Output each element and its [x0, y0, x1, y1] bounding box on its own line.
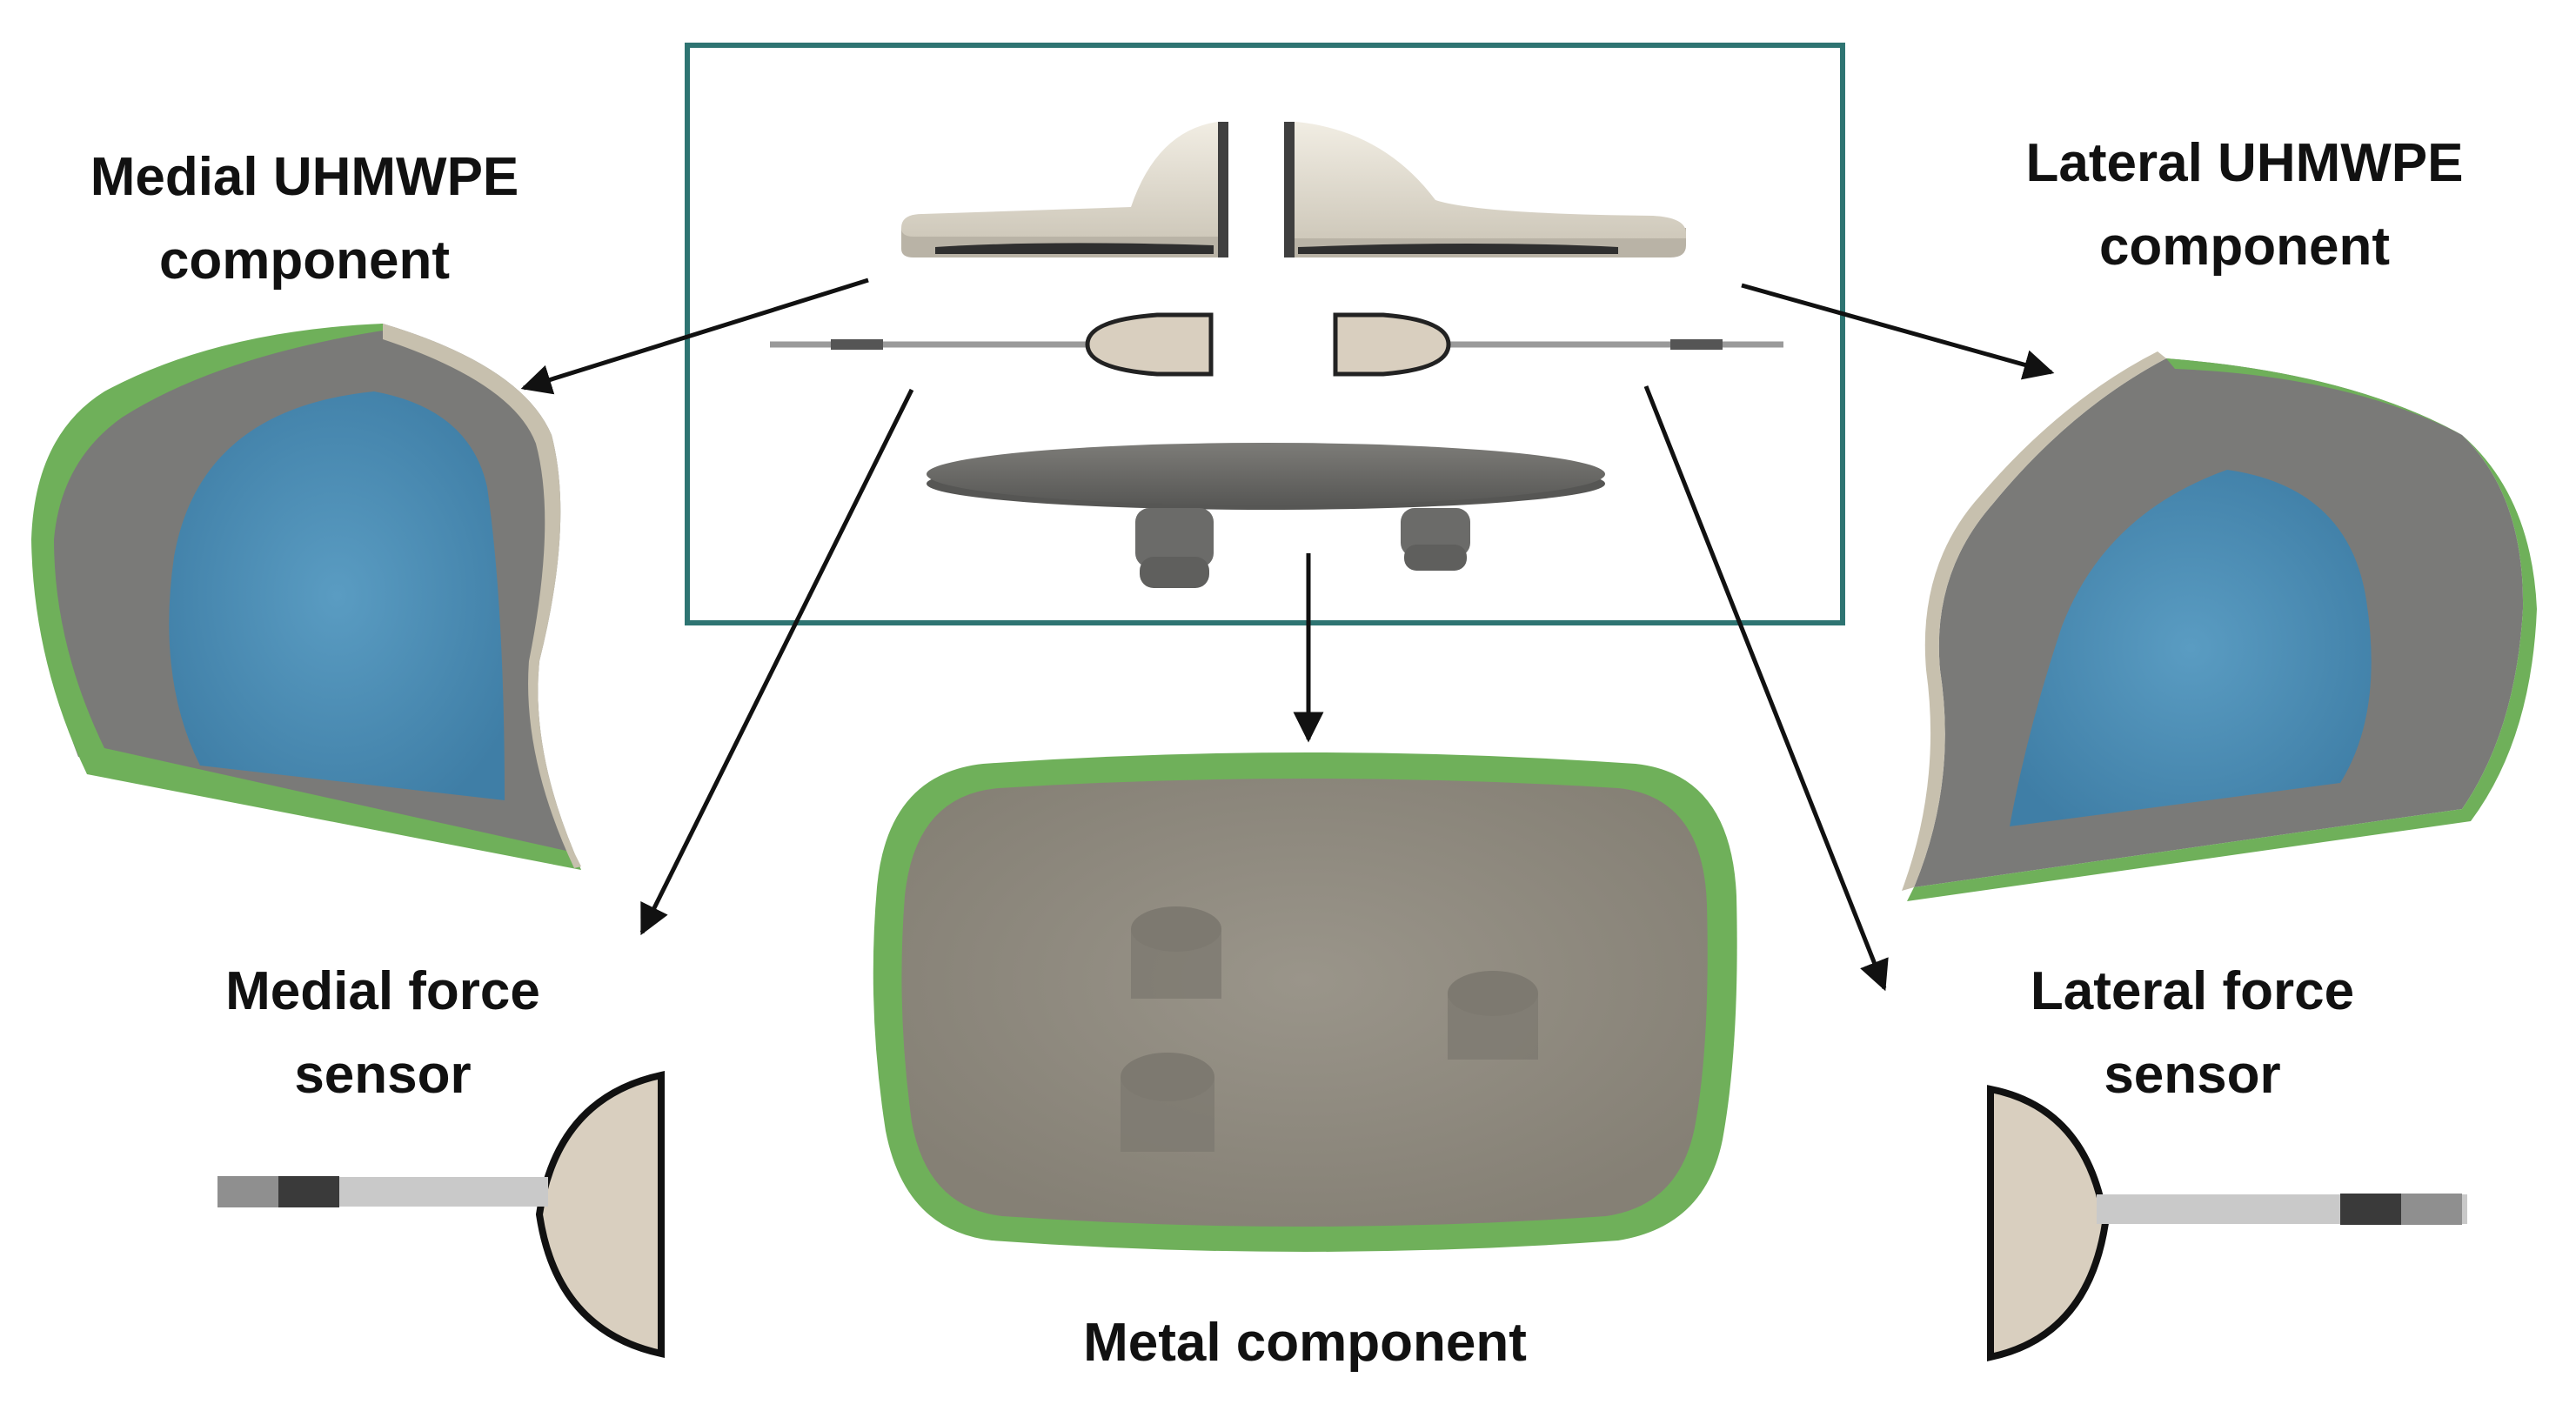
- lateral-sensor-exploded: [1333, 312, 1783, 377]
- arrow-to-medial-sensor: [639, 388, 914, 936]
- label-medial-uhmwpe: Medial UHMWPE component: [43, 136, 565, 303]
- medial-uhmwpe-model: [31, 324, 581, 870]
- label-medial-uhmwpe-line-2: component: [158, 231, 451, 291]
- label-medial-sensor-line-2: sensor: [294, 1045, 472, 1105]
- lateral-uhmwpe-model: [1902, 351, 2537, 901]
- label-lateral-sensor-line-2: sensor: [2104, 1045, 2281, 1105]
- label-lateral-uhmwpe-line-1: Lateral UHMWPE: [2025, 133, 2464, 193]
- exploded-view-frame: [685, 43, 1845, 625]
- label-lateral-uhmwpe: Lateral UHMWPE component: [1984, 122, 2506, 289]
- label-metal-component-text: Metal component: [1083, 1313, 1527, 1373]
- label-lateral-uhmwpe-line-2: component: [2098, 217, 2391, 277]
- medial-insert-exploded: [901, 122, 1228, 257]
- arrow-to-lateral-sensor: [1643, 385, 1889, 992]
- label-lateral-sensor: Lateral force sensor: [1975, 950, 2410, 1117]
- arrow-to-lateral-uhmwpe: [1741, 283, 2055, 380]
- lateral-force-sensor-model: [1987, 1085, 2467, 1361]
- label-medial-sensor-line-1: Medial force: [225, 961, 540, 1021]
- label-metal-component: Metal component: [1000, 1301, 1609, 1385]
- metal-tray-exploded: [927, 443, 1605, 588]
- medial-force-sensor-model: [217, 1071, 665, 1358]
- lateral-insert-exploded: [1284, 122, 1686, 257]
- label-medial-uhmwpe-line-1: Medial UHMWPE: [90, 147, 519, 207]
- medial-sensor-exploded: [770, 312, 1214, 377]
- label-lateral-sensor-line-1: Lateral force: [2030, 961, 2355, 1021]
- label-medial-sensor: Medial force sensor: [165, 950, 600, 1117]
- metal-component-model: [873, 752, 1737, 1252]
- arrow-to-medial-uhmwpe: [520, 278, 869, 395]
